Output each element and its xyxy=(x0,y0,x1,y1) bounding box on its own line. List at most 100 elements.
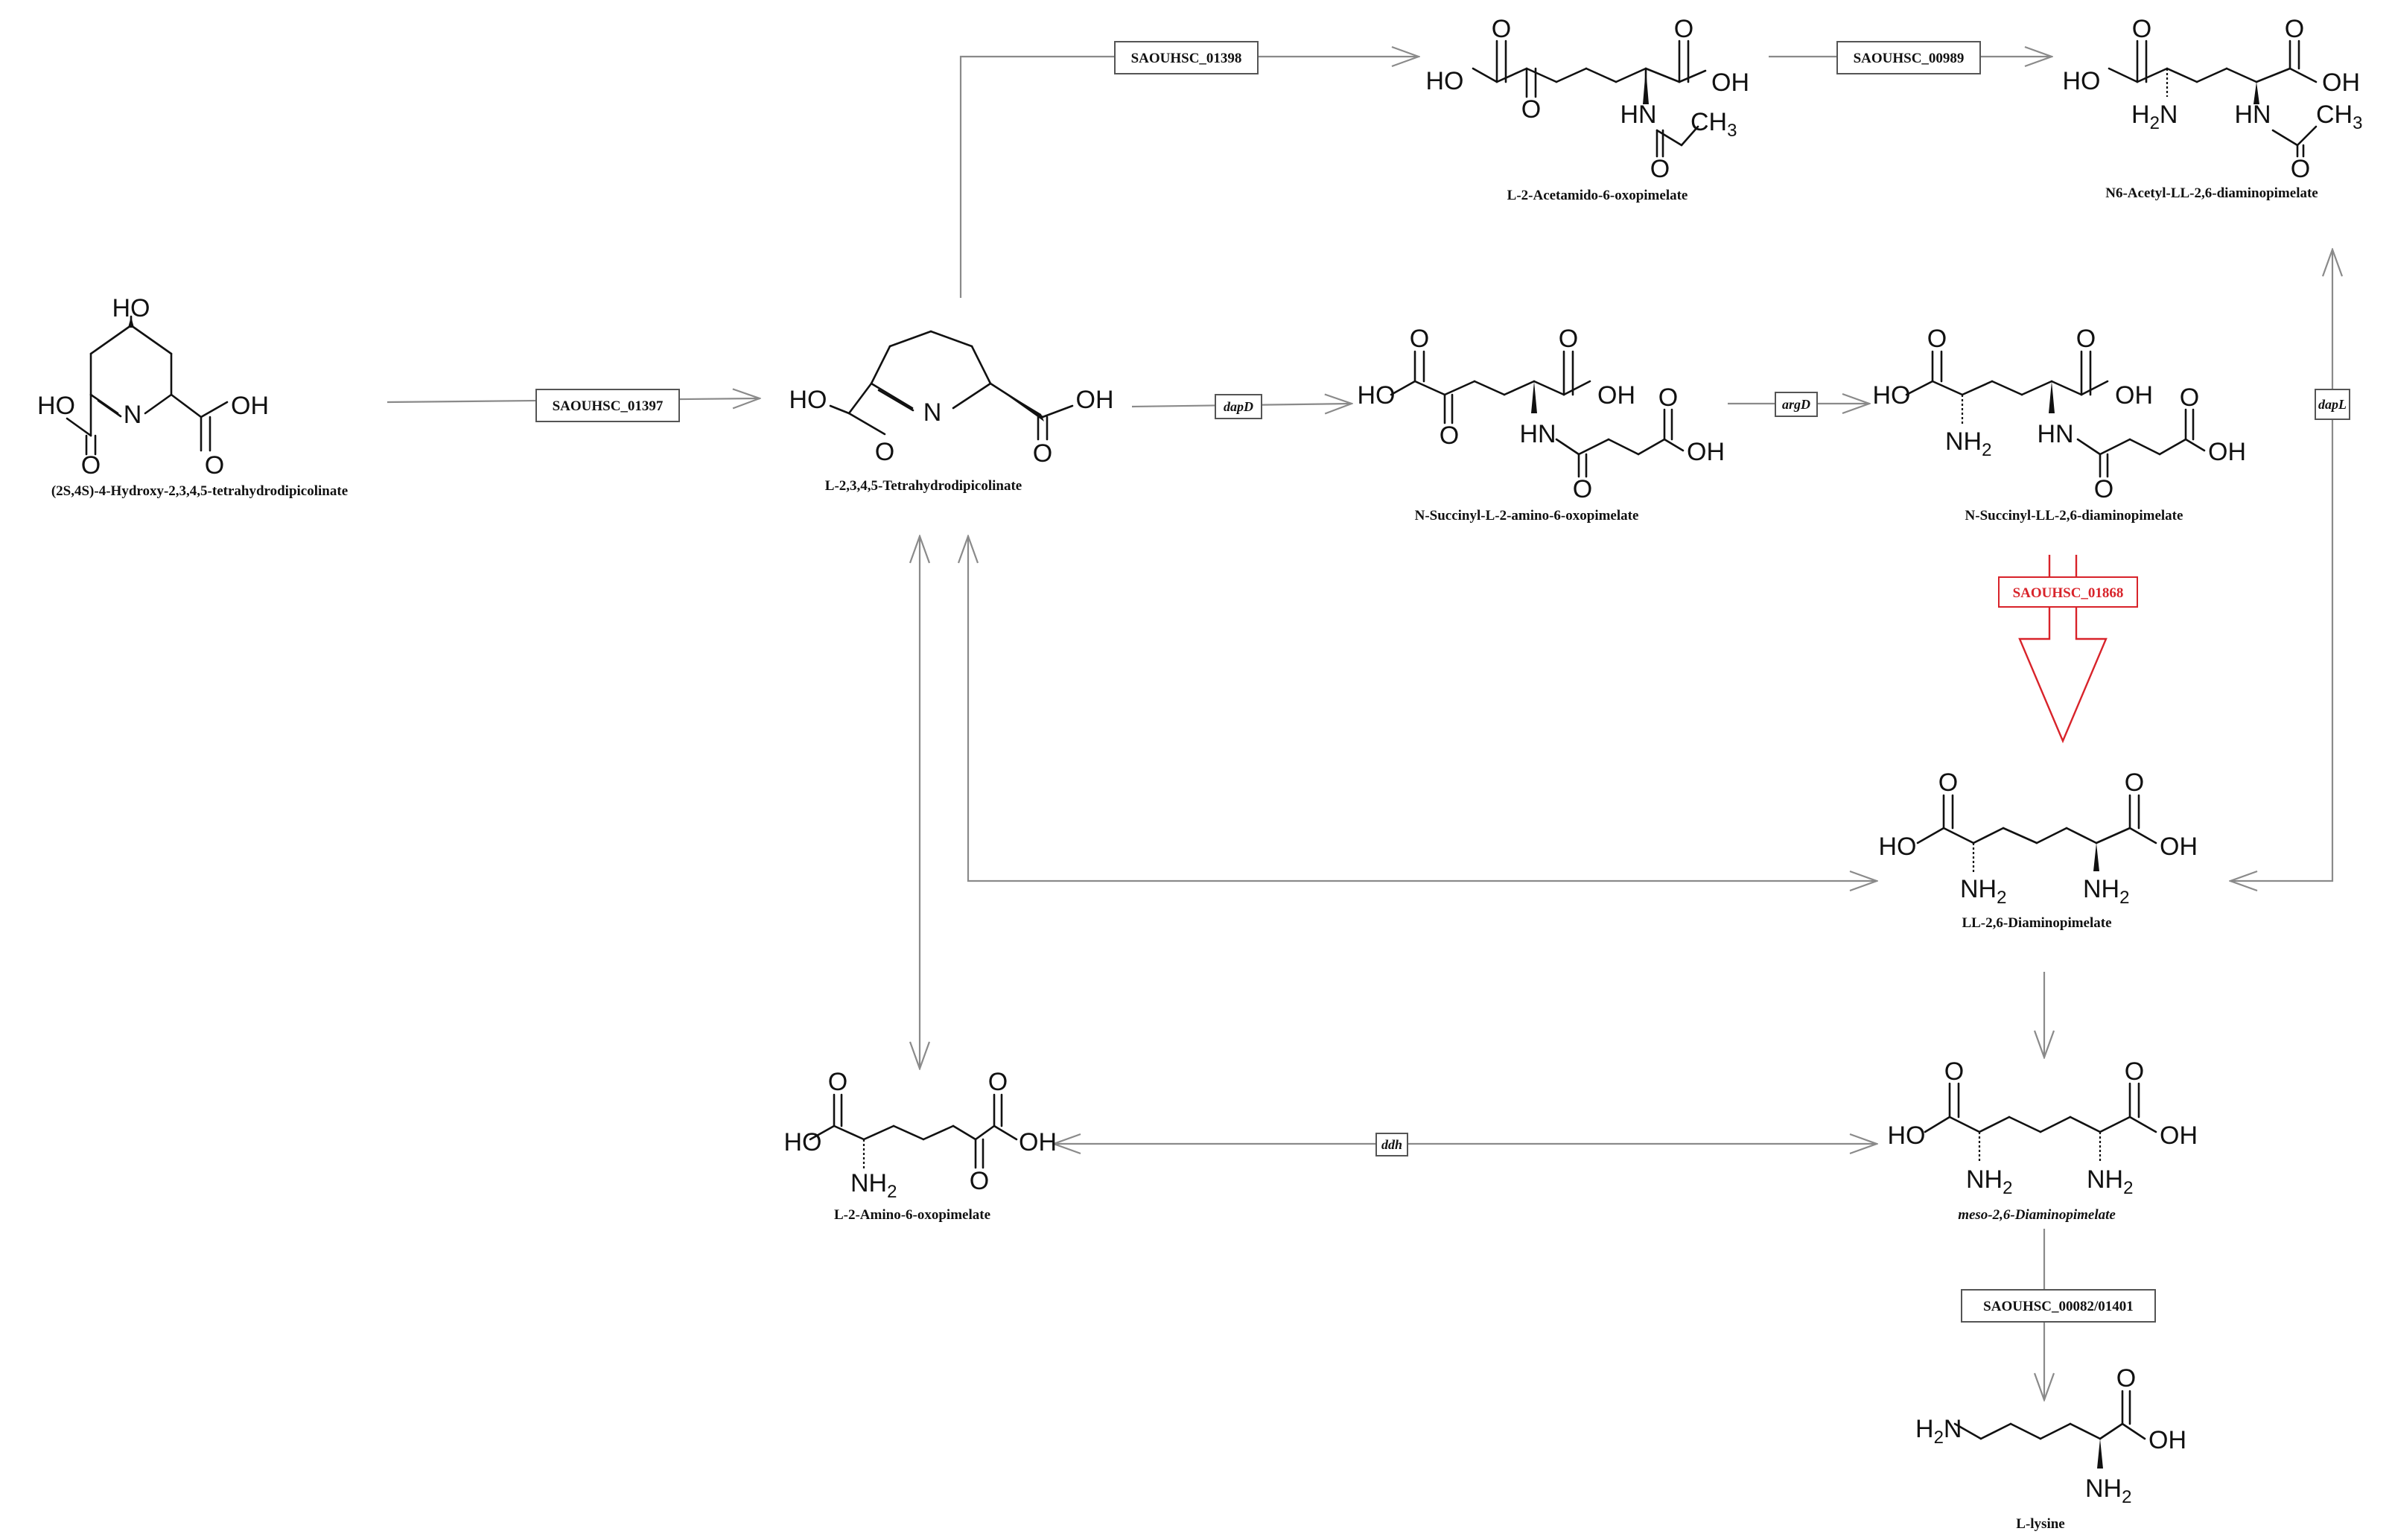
svg-text:O: O xyxy=(2285,15,2304,43)
reaction-arrows xyxy=(387,57,2332,1400)
enzyme-dapl: dapL xyxy=(2315,389,2350,420)
enzyme-labels: SAOUHSC_01397 SAOUHSC_01398 SAOUHSC_0098… xyxy=(535,41,2350,1323)
svg-text:O: O xyxy=(205,451,224,480)
compound-c10: H2N O OH NH2 L-lysine xyxy=(1915,1364,2186,1532)
compound-c5: HO O O O OH HN O O OH N-Succinyl-L-2-ami… xyxy=(1358,325,1725,524)
svg-text:O: O xyxy=(828,1068,847,1096)
svg-text:HO: HO xyxy=(789,386,827,414)
svg-text:HO: HO xyxy=(1888,1121,1926,1150)
svg-text:CH3: CH3 xyxy=(2316,101,2362,133)
enzyme-label: dapL xyxy=(2318,397,2347,412)
svg-text:O: O xyxy=(1492,15,1511,43)
enzyme-argd: argD xyxy=(1775,392,1818,417)
svg-text:OH: OH xyxy=(1597,381,1635,410)
svg-text:NH2: NH2 xyxy=(1945,427,1991,460)
svg-text:OH: OH xyxy=(1019,1128,1057,1156)
compound-name: LL-2,6-Diaminopimelate xyxy=(1962,915,2111,931)
enzyme-saouhsc-01397: SAOUHSC_01397 xyxy=(535,389,680,422)
svg-text:O: O xyxy=(1658,384,1678,412)
enzyme-label: SAOUHSC_01397 xyxy=(553,398,664,414)
svg-text:O: O xyxy=(1410,325,1429,353)
compound-name: L-lysine xyxy=(2016,1516,2064,1532)
enzyme-ddh: ddh xyxy=(1375,1133,1408,1156)
svg-text:O: O xyxy=(1521,95,1541,124)
enzyme-label: SAOUHSC_01398 xyxy=(1131,51,1242,66)
enzyme-label: argD xyxy=(1782,397,1810,412)
svg-text:O: O xyxy=(81,451,101,480)
enzyme-saouhsc-00082-01401: SAOUHSC_00082/01401 xyxy=(1961,1289,2156,1323)
svg-text:HO: HO xyxy=(1358,381,1396,410)
svg-text:HN: HN xyxy=(1620,101,1656,129)
compound-c1: HO HO N OH O O (2S,4S)-4-Hydroxy-2,3,4,5… xyxy=(37,294,348,499)
svg-text:HO: HO xyxy=(37,392,75,420)
compound-name: N-Succinyl-LL-2,6-diaminopimelate xyxy=(1965,508,2183,524)
arrow-c2-to-c3 xyxy=(959,57,1419,298)
enzyme-dapd: dapD xyxy=(1215,394,1262,419)
svg-text:HO: HO xyxy=(1873,381,1911,410)
svg-text:N: N xyxy=(923,398,942,427)
svg-text:O: O xyxy=(2132,15,2151,43)
svg-text:O: O xyxy=(2076,325,2096,353)
enzyme-label: SAOUHSC_01868 xyxy=(2013,585,2124,601)
compound-name: (2S,4S)-4-Hydroxy-2,3,4,5-tetrahydrodipi… xyxy=(51,483,348,499)
svg-text:O: O xyxy=(1938,769,1958,797)
svg-text:H2N: H2N xyxy=(2131,101,2178,133)
compound-name: N-Succinyl-L-2-amino-6-oxopimelate xyxy=(1415,508,1639,524)
red-block-arrow xyxy=(2018,555,2108,744)
compound-name: L-2-Amino-6-oxopimelate xyxy=(834,1207,990,1223)
arrow-c7-c4 xyxy=(2230,249,2332,881)
svg-text:NH2: NH2 xyxy=(2083,875,2129,908)
svg-text:O: O xyxy=(875,438,894,466)
svg-text:O: O xyxy=(2180,384,2199,412)
enzyme-saouhsc-01868: SAOUHSC_01868 xyxy=(1998,576,2138,608)
enzyme-saouhsc-01398: SAOUHSC_01398 xyxy=(1114,41,1259,74)
svg-text:O: O xyxy=(2125,769,2144,797)
svg-text:HN: HN xyxy=(2037,420,2073,448)
svg-text:O: O xyxy=(1927,325,1947,353)
svg-text:HO: HO xyxy=(112,294,150,322)
svg-text:O: O xyxy=(2291,155,2310,183)
svg-text:HN: HN xyxy=(2234,101,2271,129)
svg-text:NH2: NH2 xyxy=(850,1169,897,1202)
enzyme-saouhsc-00989: SAOUHSC_00989 xyxy=(1836,41,1981,74)
svg-text:O: O xyxy=(2116,1364,2136,1393)
svg-text:O: O xyxy=(1650,155,1670,183)
svg-text:O: O xyxy=(1944,1057,1964,1086)
enzyme-label: dapD xyxy=(1224,399,1253,414)
svg-text:OH: OH xyxy=(2322,69,2360,97)
svg-text:O: O xyxy=(2125,1057,2144,1086)
svg-text:HO: HO xyxy=(1426,67,1464,95)
svg-text:NH2: NH2 xyxy=(2085,1474,2131,1507)
svg-text:NH2: NH2 xyxy=(2087,1165,2133,1198)
compound-c3: HO O O O OH HN O CH3 L-2-Acetamido-6-oxo… xyxy=(1426,15,1750,203)
svg-text:OH: OH xyxy=(2208,438,2246,466)
compound-c4: HO O O OH H2N HN O CH3 N6-Acetyl-LL-2,6-… xyxy=(2063,15,2363,201)
svg-text:O: O xyxy=(970,1167,989,1195)
svg-text:O: O xyxy=(1674,15,1693,43)
svg-text:O: O xyxy=(1440,421,1459,450)
compound-name: meso-2,6-Diaminopimelate xyxy=(1958,1207,2116,1223)
compound-c6: HO O O OH NH2 HN O O OH N-Succinyl-LL-2,… xyxy=(1873,325,2247,524)
compound-c2: HO N OH O O L-2,3,4,5-Tetrahydrodipicoli… xyxy=(789,330,1114,494)
svg-text:HO: HO xyxy=(1879,833,1917,861)
svg-text:OH: OH xyxy=(2160,1121,2198,1150)
compound-c8: HO O O O OH NH2 L-2-Amino-6-oxopimelate xyxy=(784,1068,1057,1223)
compound-name: N6-Acetyl-LL-2,6-diaminopimelate xyxy=(2105,185,2318,201)
enzyme-label: SAOUHSC_00989 xyxy=(1854,51,1965,66)
arrow-c2-c7 xyxy=(968,536,1877,881)
svg-text:OH: OH xyxy=(2115,381,2153,410)
svg-text:OH: OH xyxy=(1711,69,1749,97)
svg-text:O: O xyxy=(1573,475,1592,503)
enzyme-label: ddh xyxy=(1381,1137,1402,1152)
svg-text:N: N xyxy=(124,401,142,429)
compound-name: L-2-Acetamido-6-oxopimelate xyxy=(1507,188,1688,203)
svg-text:OH: OH xyxy=(1687,438,1725,466)
svg-text:HO: HO xyxy=(784,1128,822,1156)
svg-text:CH3: CH3 xyxy=(1690,108,1737,141)
svg-text:O: O xyxy=(1559,325,1578,353)
svg-text:OH: OH xyxy=(2160,833,2198,861)
svg-text:HO: HO xyxy=(2063,67,2101,95)
svg-text:OH: OH xyxy=(2148,1426,2186,1454)
svg-text:O: O xyxy=(988,1068,1008,1096)
